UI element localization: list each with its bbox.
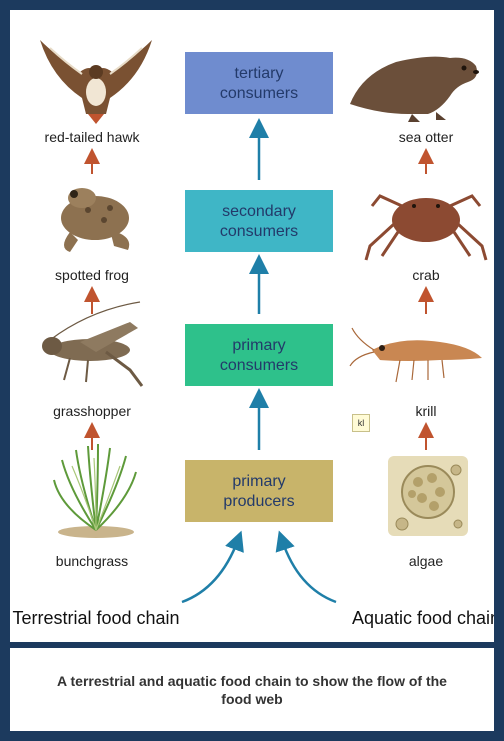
level-tertiary-line1: tertiary	[235, 65, 284, 82]
level-primary-producers-line1: primary	[232, 473, 285, 490]
arrow-terrestrial-to-producers	[182, 540, 238, 602]
bunchgrass-icon	[54, 444, 136, 538]
sea-otter-icon	[350, 57, 479, 122]
annotation-note[interactable]: kl	[352, 414, 370, 432]
krill-icon	[350, 328, 482, 382]
organism-label-sea-otter: sea otter	[399, 129, 454, 145]
level-secondary-consumers: secondary consumers	[185, 190, 333, 252]
organism-label-crab: crab	[412, 267, 439, 283]
level-tertiary-line2: consumers	[220, 85, 298, 102]
aquatic-chain-title: Aquatic food chain	[352, 608, 494, 628]
figure-caption: A terrestrial and aquatic food chain to …	[10, 648, 494, 731]
organism-label-grasshopper: grasshopper	[53, 403, 131, 419]
level-primary-producers: primary producers	[185, 460, 333, 522]
level-primary-consumers-line2: consumers	[220, 357, 298, 374]
crab-icon	[366, 196, 486, 260]
level-secondary-line2: consumers	[220, 223, 298, 240]
level-secondary-line1: secondary	[222, 203, 296, 220]
organism-label-hawk: red-tailed hawk	[45, 129, 141, 145]
food-chain-diagram: tertiary consumers secondary consumers p…	[10, 10, 494, 642]
hawk-icon	[40, 40, 152, 124]
organism-label-frog: spotted frog	[55, 267, 129, 283]
organism-label-algae: algae	[409, 553, 443, 569]
grasshopper-icon	[42, 302, 142, 386]
organism-label-bunchgrass: bunchgrass	[56, 553, 128, 569]
algae-icon	[388, 456, 468, 536]
terrestrial-chain-title: Terrestrial food chain	[12, 608, 179, 628]
level-primary-producers-line2: producers	[223, 493, 294, 510]
level-primary-consumers-line1: primary	[232, 337, 285, 354]
level-tertiary-consumers: tertiary consumers	[185, 52, 333, 114]
level-primary-consumers: primary consumers	[185, 324, 333, 386]
frog-icon	[61, 188, 129, 252]
arrow-aquatic-to-producers	[282, 540, 336, 602]
organism-label-krill: krill	[416, 403, 437, 419]
